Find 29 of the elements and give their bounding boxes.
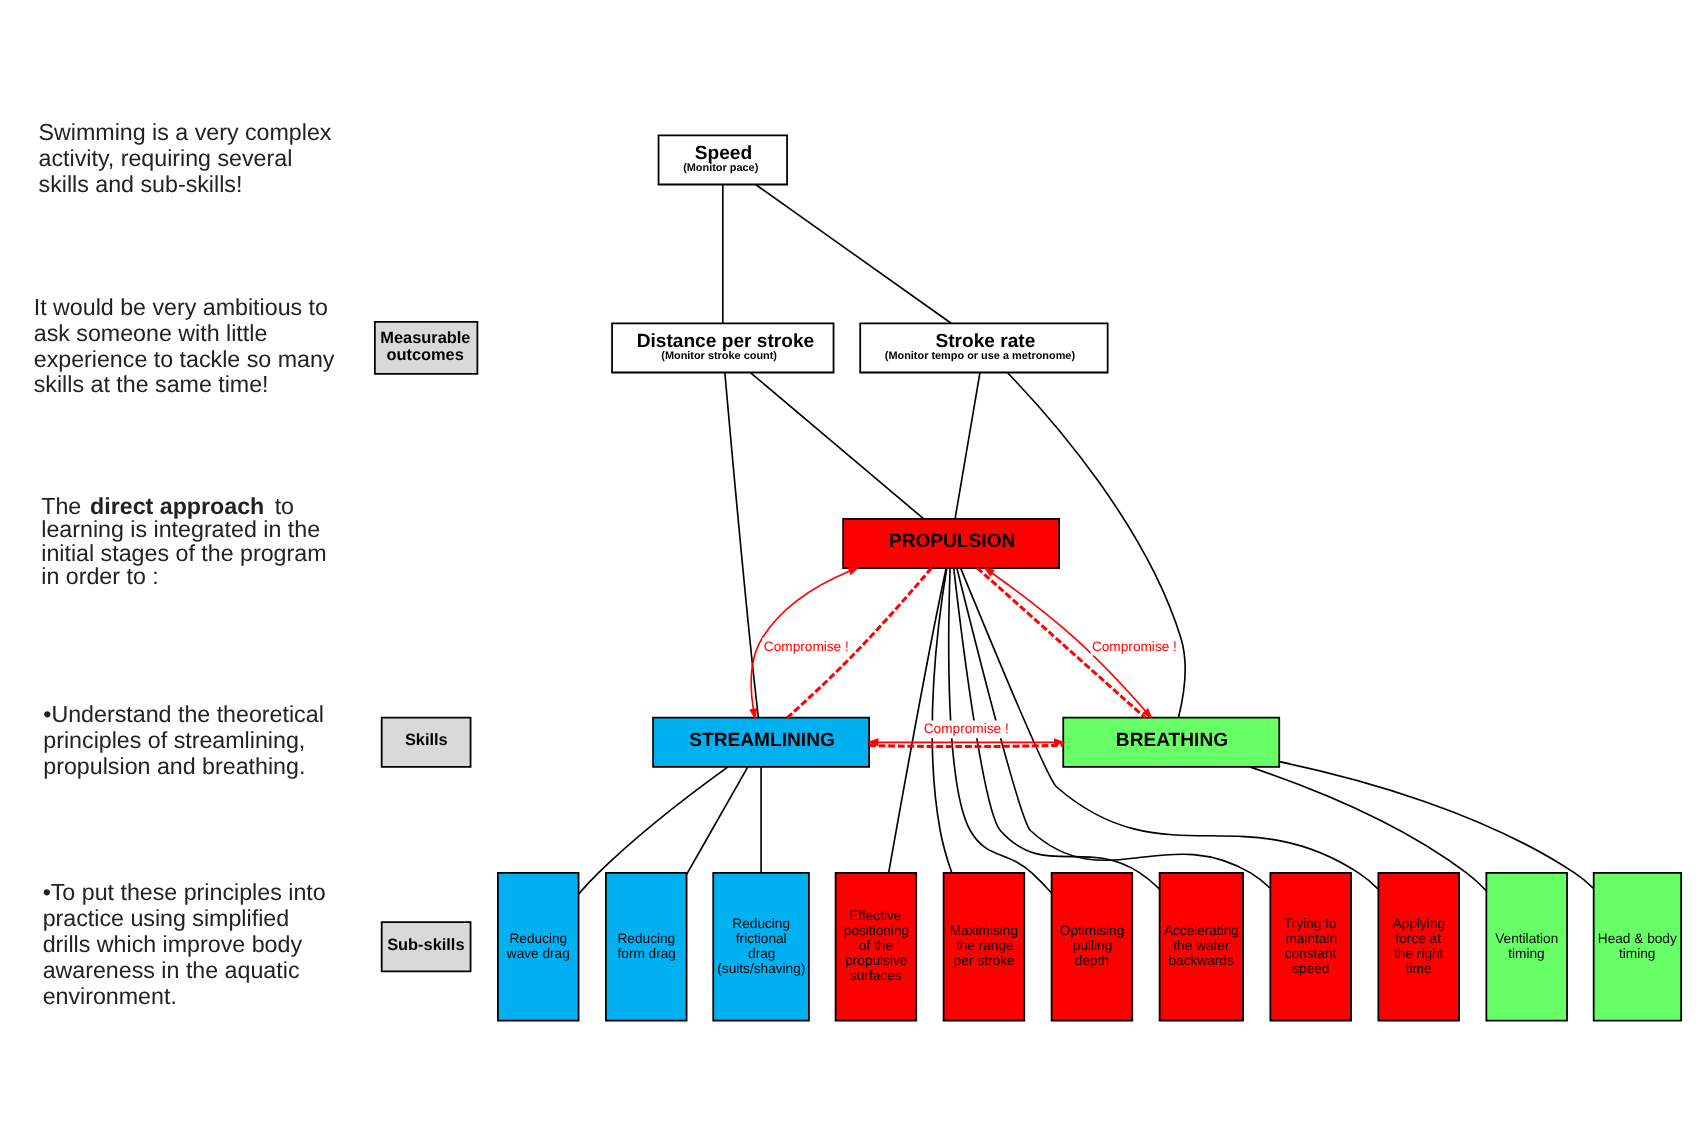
connector <box>954 370 981 519</box>
connector <box>956 566 1271 888</box>
node-box: PROPULSION <box>842 516 1061 568</box>
connector <box>786 566 933 718</box>
label: •Understand the theoretical principles of streamlining, propulsion and breathing. <box>43 700 324 779</box>
connector <box>952 566 1161 889</box>
connector <box>749 370 925 519</box>
label: It would be very ambitious to ask someone with little experience to tackle so many skills at the same time! <box>33 293 335 398</box>
connector <box>685 765 749 875</box>
node-box: BREATHING <box>1062 715 1281 767</box>
connector <box>959 566 1379 889</box>
connector <box>1278 759 1595 889</box>
connector <box>724 370 760 718</box>
connector <box>577 765 729 894</box>
label: Swimming is a very complex activity, requiring several skills and sub-skills! <box>38 118 332 197</box>
connector <box>887 566 947 873</box>
arrow <box>749 566 860 720</box>
connector <box>1006 370 1186 718</box>
connector <box>869 742 1063 748</box>
label: •To put these principles into practice using simplified drills which improve body awareness in the aquatic environment. <box>42 879 326 1010</box>
connector <box>1249 765 1488 891</box>
connector <box>755 182 952 324</box>
label: The direct approach to learning is integrated in the initial stages of the program in order to : <box>41 493 327 589</box>
connector <box>760 765 762 873</box>
connector <box>931 566 953 873</box>
node-box: STREAMLINING <box>652 715 870 767</box>
arrow <box>866 737 1066 746</box>
connector <box>947 566 1053 893</box>
connector <box>721 182 724 324</box>
